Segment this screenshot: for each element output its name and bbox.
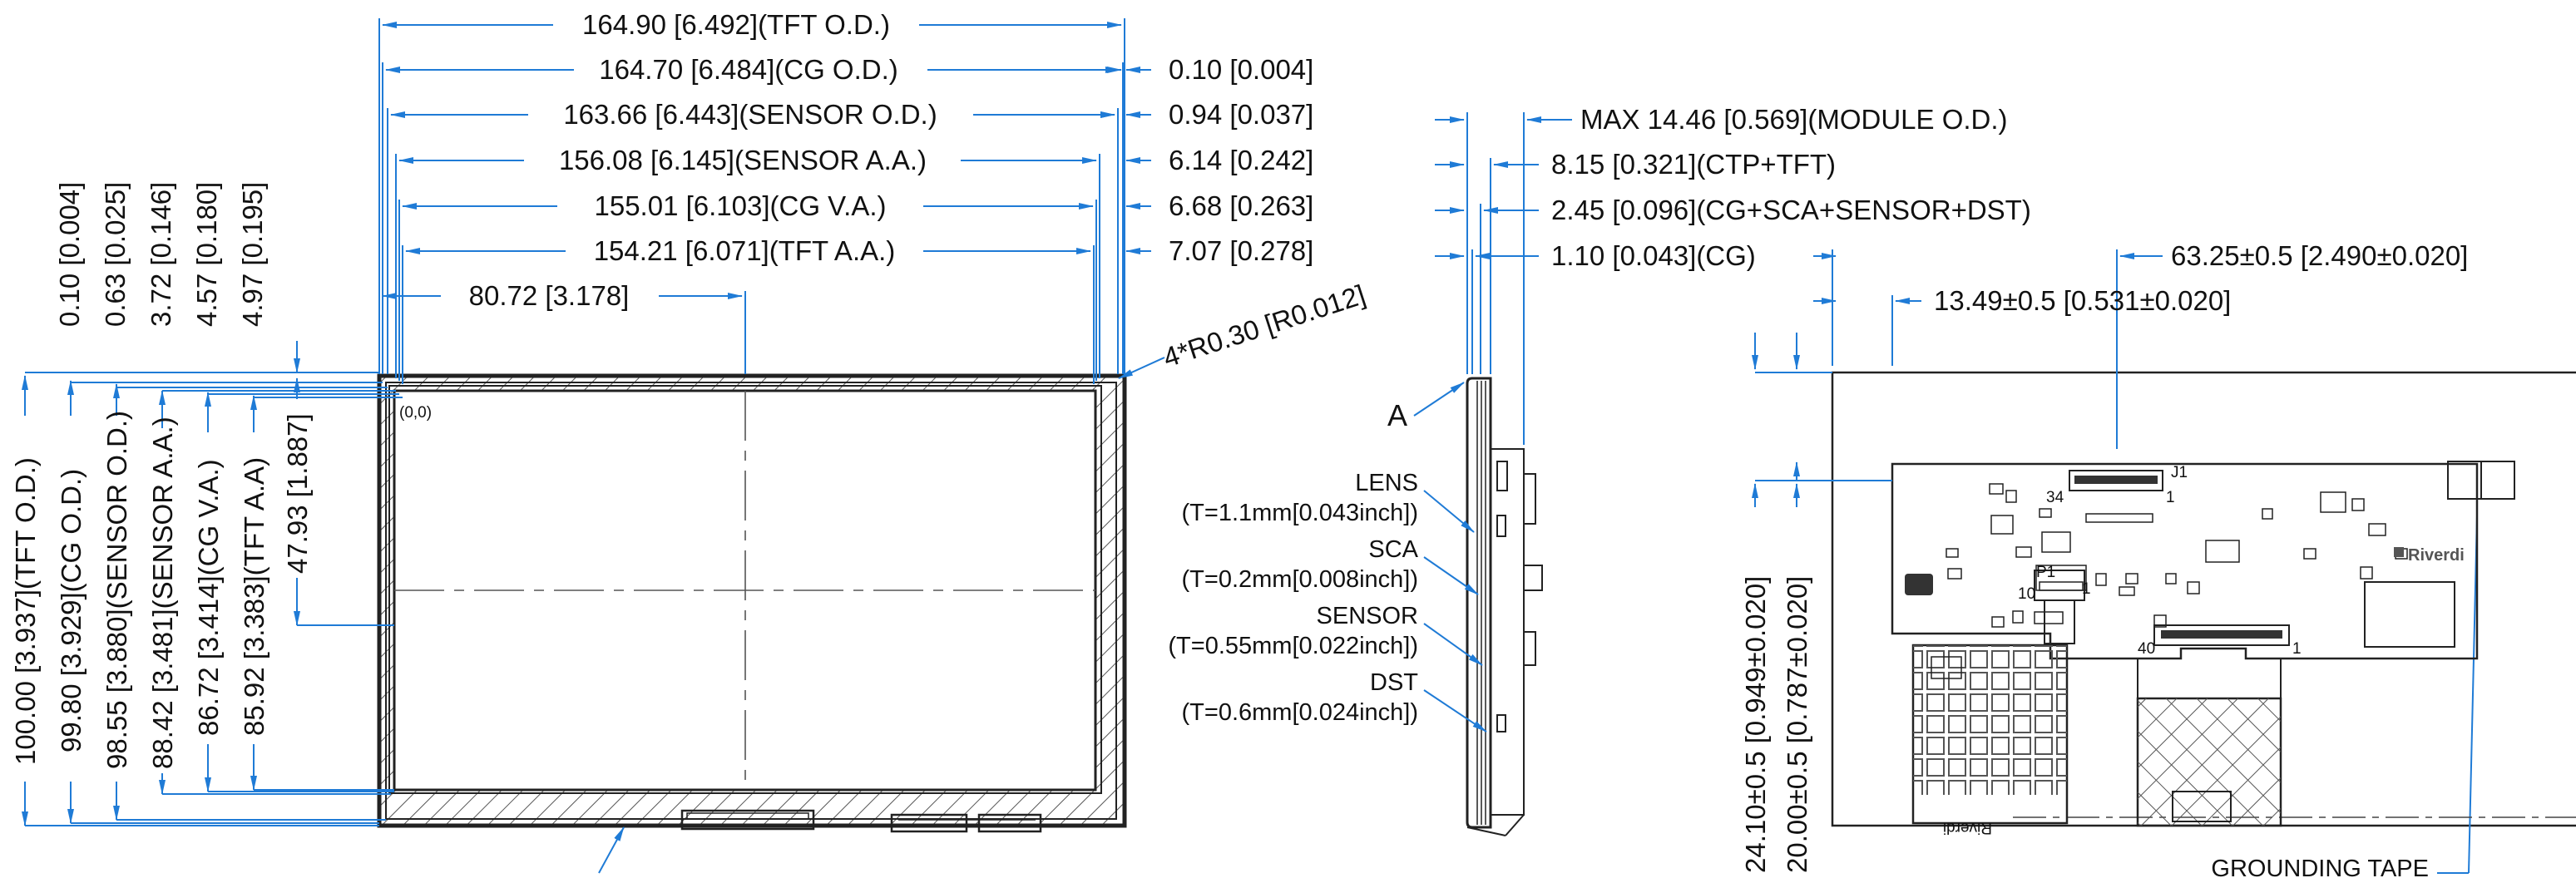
corner-radius-label: 4*R0.30 [R0.012] [1159, 279, 1369, 372]
pcb-components [1905, 483, 2455, 648]
dim-back-13: 13.49±0.5 [0.531±0.020] [1934, 285, 2231, 316]
dim-left-small-4: 4.97 [0.195] [237, 182, 268, 327]
layer-sca-name: SCA [1368, 536, 1418, 563]
dim-tft-aa: 154.21 [6.071](TFT A.A.) [594, 235, 896, 266]
dim-cg-va: 155.01 [6.103](CG V.A.) [595, 190, 887, 221]
side-view: MAX 14.46 [0.569](MODULE O.D.) 8.15 [0.3… [1168, 104, 2031, 836]
dim-cg-stack: 2.45 [0.096](CG+SCA+SENSOR+DST) [1551, 195, 2031, 225]
flex-brand: Riverdi [1943, 819, 1992, 836]
front-bezel [377, 373, 1127, 828]
back-top-dimensions: 63.25±0.5 [2.490±0.020] 13.49±0.5 [0.531… [1813, 240, 2468, 449]
dim-sensor-aa: 156.08 [6.145](SENSOR A.A.) [559, 145, 927, 175]
flex-connector-40: 40 1 [2138, 624, 2302, 658]
dim-cg: 1.10 [0.043](CG) [1551, 240, 1756, 271]
dim-back-20: 20.00±0.5 [0.787±0.020] [1782, 576, 1812, 873]
dim-right-2: 6.14 [0.242] [1169, 145, 1313, 175]
back-view: J1 34 1 [1740, 240, 2576, 878]
dim-left-big-0: 100.00 [3.937](TFT O.D.) [10, 457, 41, 765]
center-lines [394, 391, 1095, 790]
dim-ctp-tft: 8.15 [0.321](CTP+TFT) [1551, 149, 1836, 180]
dim-left-big-5: 85.92 [3.383](TFT A.A) [239, 457, 269, 736]
dim-left-small-3: 4.57 [0.180] [191, 182, 222, 327]
layer-dst-name: DST [1370, 669, 1418, 696]
dim-right-0: 0.10 [0.004] [1169, 54, 1313, 85]
front-right-dimensions: 0.10 [0.004] 0.94 [0.037] 6.14 [0.242] 6… [1095, 54, 1313, 266]
dim-half-width: 80.72 [3.178] [469, 280, 630, 311]
layer-sensor-name: SENSOR [1317, 603, 1418, 629]
riverdi-logo: Riverdi [2394, 546, 2465, 565]
riverdi-brand: Riverdi [2408, 546, 2465, 565]
layer-sensor-thick: (T=0.55mm[0.022inch]) [1168, 633, 1418, 659]
dim-left-big-4: 86.72 [3.414](CG V.A.) [193, 459, 224, 736]
layer-lens-thick: (T=1.1mm[0.043inch]) [1182, 500, 1418, 526]
dim-right-4: 7.07 [0.278] [1169, 235, 1313, 266]
pin-40-label: 40 [2138, 640, 2155, 658]
dim-left-small-0: 0.10 [0.004] [54, 182, 85, 327]
grid-flex-tail: Riverdi [1911, 644, 2069, 836]
dim-back-24: 24.10±0.5 [0.949±0.020] [1740, 576, 1771, 873]
side-dimensions: MAX 14.46 [0.569](MODULE O.D.) 8.15 [0.3… [1435, 104, 2031, 445]
p1-label: P1 [2036, 564, 2055, 581]
j1-label: J1 [2171, 464, 2188, 481]
dim-left-small-2: 3.72 [0.146] [146, 182, 176, 327]
bottom-connectors [680, 809, 1042, 833]
detail-a-label: A [1387, 398, 1407, 432]
crosshatch-flex-tail [2136, 658, 2282, 827]
dim-height-half: 47.93 [1.887] [282, 413, 313, 574]
front-view: (0,0) 164.90 [6.492](TFT O.D.) 164.70 [6… [10, 9, 1369, 874]
dim-back-63: 63.25±0.5 [2.490±0.020] [2171, 240, 2468, 271]
j1-pin-34: 34 [2046, 489, 2064, 506]
dim-cg-od: 164.70 [6.484](CG O.D.) [599, 54, 898, 85]
dim-left-small-1: 0.63 [0.025] [100, 182, 131, 327]
layer-sca-thick: (T=0.2mm[0.008inch]) [1182, 566, 1418, 593]
dim-module-od: MAX 14.46 [0.569](MODULE O.D.) [1580, 104, 2008, 135]
p1-pin-10: 10 [2018, 585, 2035, 603]
p1-connector: P1 10 1 [2018, 564, 2091, 644]
p1-pin-1: 1 [2082, 580, 2091, 598]
dim-sensor-od: 163.66 [6.443](SENSOR O.D.) [563, 99, 937, 130]
dim-tft-od: 164.90 [6.492](TFT O.D.) [582, 9, 890, 40]
dim-left-big-3: 88.42 [3.481](SENSOR A.A.) [147, 417, 178, 769]
j1-connector: J1 34 1 [2046, 464, 2188, 506]
layer-callouts: LENS (T=1.1mm[0.043inch]) SCA (T=0.2mm[0… [1168, 470, 1487, 732]
front-left-small-dimensions: 0.10 [0.004] 0.63 [0.025] 3.72 [0.146] 4… [25, 182, 403, 398]
layer-dst-thick: (T=0.6mm[0.024inch]) [1182, 699, 1418, 726]
layer-lens-name: LENS [1355, 470, 1418, 496]
j1-pin-1: 1 [2166, 489, 2175, 506]
back-left-dimensions: 24.10±0.5 [0.949±0.020] 20.00±0.5 [0.787… [1740, 333, 1892, 873]
front-left-big-dimensions: 100.00 [3.937](TFT O.D.) 99.80 [3.929](C… [10, 375, 394, 826]
dim-left-big-1: 99.80 [3.929](CG O.D.) [56, 469, 87, 752]
origin-label: (0,0) [399, 404, 432, 422]
dim-left-big-2: 98.55 [3.880](SENSOR O.D.) [101, 411, 132, 769]
grounding-tape-label: GROUNDING TAPE [2211, 856, 2429, 878]
front-top-dimensions: 164.90 [6.492](TFT O.D.) 164.70 [6.484](… [378, 9, 1125, 384]
dim-right-3: 6.68 [0.263] [1169, 190, 1313, 221]
pin-1b-label: 1 [2292, 640, 2302, 658]
dim-right-1: 0.94 [0.037] [1169, 99, 1313, 130]
